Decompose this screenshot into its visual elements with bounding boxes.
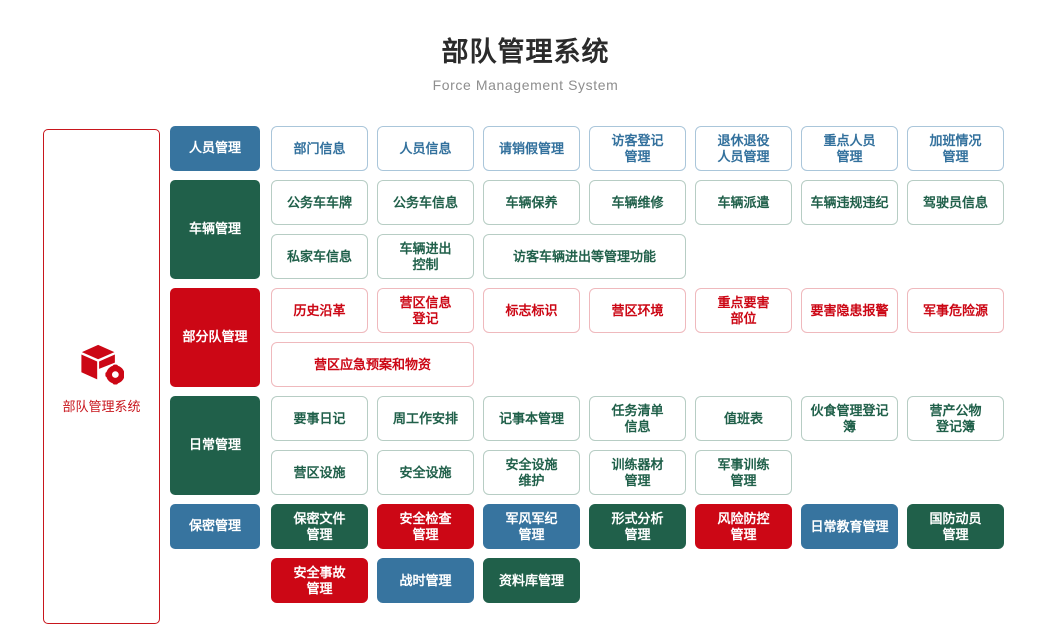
module-tile[interactable]: 军事训练管理 [695, 450, 792, 495]
module-tile[interactable]: 军风军纪管理 [483, 504, 580, 549]
module-tile[interactable]: 营区设施 [271, 450, 368, 495]
page-header: 部队管理系统 Force Management System [0, 0, 1051, 93]
module-tile[interactable]: 部门信息 [271, 126, 368, 171]
module-group: 保密管理保密文件管理安全检查管理军风军纪管理形式分析管理风险防控管理日常教育管理… [170, 504, 1045, 603]
module-tile[interactable]: 战时管理 [377, 558, 474, 603]
page-title: 部队管理系统 [441, 37, 610, 67]
group-rows: 公务车车牌公务车信息车辆保养车辆维修车辆派遣车辆违规违纪驾驶员信息私家车信息车辆… [271, 180, 1045, 279]
module-tile[interactable]: 车辆违规违纪 [801, 180, 898, 225]
module-tile[interactable]: 访客车辆进出等管理功能 [483, 234, 686, 279]
module-row: 部门信息人员信息请销假管理访客登记管理退休退役人员管理重点人员管理加班情况管理 [271, 126, 1045, 171]
module-tile[interactable]: 车辆进出控制 [377, 234, 474, 279]
module-row: 安全事故管理战时管理资料库管理 [271, 558, 1045, 603]
module-tile[interactable]: 车辆维修 [589, 180, 686, 225]
group-rows: 历史沿革营区信息登记标志标识营区环境重点要害部位要害隐患报警军事危险源营区应急预… [271, 288, 1045, 387]
module-tile[interactable]: 重点要害部位 [695, 288, 792, 333]
page-subtitle: Force Management System [432, 77, 619, 94]
module-tile[interactable]: 营区应急预案和物资 [271, 342, 474, 387]
module-tile[interactable]: 要事日记 [271, 396, 368, 441]
group-label[interactable]: 保密管理 [170, 504, 260, 549]
module-row: 历史沿革营区信息登记标志标识营区环境重点要害部位要害隐患报警军事危险源 [271, 288, 1045, 333]
module-tile[interactable]: 驾驶员信息 [907, 180, 1004, 225]
module-tile[interactable]: 请销假管理 [483, 126, 580, 171]
module-group: 日常管理要事日记周工作安排记事本管理任务清单信息值班表伙食管理登记簿营产公物登记… [170, 396, 1045, 495]
module-tile[interactable]: 值班表 [695, 396, 792, 441]
group-label[interactable]: 车辆管理 [170, 180, 260, 279]
module-row: 保密文件管理安全检查管理军风军纪管理形式分析管理风险防控管理日常教育管理国防动员… [271, 504, 1045, 549]
module-tile[interactable]: 重点人员管理 [801, 126, 898, 171]
group-rows: 部门信息人员信息请销假管理访客登记管理退休退役人员管理重点人员管理加班情况管理 [271, 126, 1045, 171]
module-tile[interactable]: 加班情况管理 [907, 126, 1004, 171]
module-tile[interactable]: 安全设施维护 [483, 450, 580, 495]
group-label[interactable]: 日常管理 [170, 396, 260, 495]
module-group: 车辆管理公务车车牌公务车信息车辆保养车辆维修车辆派遣车辆违规违纪驾驶员信息私家车… [170, 180, 1045, 279]
module-group: 人员管理部门信息人员信息请销假管理访客登记管理退休退役人员管理重点人员管理加班情… [170, 126, 1045, 171]
group-label[interactable]: 部分队管理 [170, 288, 260, 387]
group-label[interactable]: 人员管理 [170, 126, 260, 171]
module-tile[interactable]: 要害隐患报警 [801, 288, 898, 333]
module-row: 公务车车牌公务车信息车辆保养车辆维修车辆派遣车辆违规违纪驾驶员信息 [271, 180, 1045, 225]
module-tile[interactable]: 退休退役人员管理 [695, 126, 792, 171]
module-tile[interactable]: 保密文件管理 [271, 504, 368, 549]
sidebar-brand: 部队管理系统 [62, 343, 141, 415]
module-groups: 人员管理部门信息人员信息请销假管理访客登记管理退休退役人员管理重点人员管理加班情… [170, 126, 1045, 612]
module-tile[interactable]: 周工作安排 [377, 396, 474, 441]
module-tile[interactable]: 安全事故管理 [271, 558, 368, 603]
module-row: 要事日记周工作安排记事本管理任务清单信息值班表伙食管理登记簿营产公物登记簿 [271, 396, 1045, 441]
module-group: 部分队管理历史沿革营区信息登记标志标识营区环境重点要害部位要害隐患报警军事危险源… [170, 288, 1045, 387]
sidebar-label: 部队管理系统 [62, 398, 141, 414]
module-tile[interactable]: 军事危险源 [907, 288, 1004, 333]
module-tile[interactable]: 安全检查管理 [377, 504, 474, 549]
group-rows: 要事日记周工作安排记事本管理任务清单信息值班表伙食管理登记簿营产公物登记簿营区设… [271, 396, 1045, 495]
module-tile[interactable]: 营产公物登记簿 [907, 396, 1004, 441]
module-tile[interactable]: 私家车信息 [271, 234, 368, 279]
module-tile[interactable]: 任务清单信息 [589, 396, 686, 441]
module-tile[interactable]: 形式分析管理 [589, 504, 686, 549]
module-tile[interactable]: 人员信息 [377, 126, 474, 171]
module-row: 营区应急预案和物资 [271, 342, 1045, 387]
module-tile[interactable]: 风险防控管理 [695, 504, 792, 549]
module-row: 私家车信息车辆进出控制访客车辆进出等管理功能 [271, 234, 1045, 279]
module-tile[interactable]: 公务车信息 [377, 180, 474, 225]
module-tile[interactable]: 车辆保养 [483, 180, 580, 225]
module-tile[interactable]: 营区环境 [589, 288, 686, 333]
module-tile[interactable]: 记事本管理 [483, 396, 580, 441]
module-row: 营区设施安全设施安全设施维护训练器材管理军事训练管理 [271, 450, 1045, 495]
module-tile[interactable]: 资料库管理 [483, 558, 580, 603]
sidebar-system-card[interactable]: 部队管理系统 [43, 129, 160, 624]
module-tile[interactable]: 标志标识 [483, 288, 580, 333]
module-tile[interactable]: 营区信息登记 [377, 288, 474, 333]
module-tile[interactable]: 公务车车牌 [271, 180, 368, 225]
module-tile[interactable]: 历史沿革 [271, 288, 368, 333]
module-tile[interactable]: 训练器材管理 [589, 450, 686, 495]
group-rows: 保密文件管理安全检查管理军风军纪管理形式分析管理风险防控管理日常教育管理国防动员… [271, 504, 1045, 603]
module-tile[interactable]: 日常教育管理 [801, 504, 898, 549]
module-tile[interactable]: 国防动员管理 [907, 504, 1004, 549]
module-tile[interactable]: 伙食管理登记簿 [801, 396, 898, 441]
module-tile[interactable]: 访客登记管理 [589, 126, 686, 171]
module-tile[interactable]: 车辆派遣 [695, 180, 792, 225]
cube-gear-icon [78, 343, 126, 387]
module-tile[interactable]: 安全设施 [377, 450, 474, 495]
